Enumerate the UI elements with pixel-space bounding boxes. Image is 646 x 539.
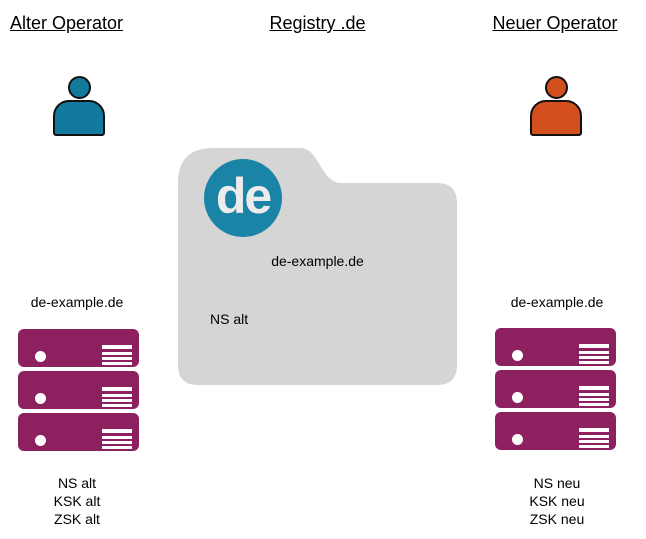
old-operator-records: NS alt KSK alt ZSK alt [10,474,144,528]
person-head [544,76,568,99]
record-line: ZSK alt [54,511,100,527]
registry-ns-record: NS alt [210,311,249,327]
old-operator-server-stack [18,329,139,451]
server-vents-icon [102,429,132,449]
old-operator-heading: Alter Operator [10,13,124,33]
server-led-dot [512,350,523,361]
server-icon [18,329,139,367]
new-operator-heading: Neuer Operator [492,13,618,33]
record-line: NS alt [57,475,97,491]
server-vents-icon [579,428,609,448]
server-icon [18,371,139,409]
person-head [67,76,91,99]
new-operator-server-stack [495,328,616,450]
server-vents-icon [102,345,132,365]
old-operator-domain-label: de-example.de [30,294,124,310]
server-led-dot [35,351,46,362]
record-line: NS neu [533,475,581,491]
registry-domain-label: de-example.de [271,253,364,269]
server-icon [495,370,616,408]
server-led-dot [512,392,523,403]
denic-de-logo: de [204,159,282,237]
server-led-dot [512,434,523,445]
new-operator-person-icon [529,76,583,138]
server-icon [495,328,616,366]
record-line: KSK neu [529,493,585,509]
denic-de-logo-text: de [215,168,272,224]
new-operator-records: NS neu KSK neu ZSK neu [490,474,624,528]
server-icon [18,413,139,451]
server-led-dot [35,393,46,404]
new-operator-domain-label: de-example.de [510,294,604,310]
record-line: KSK alt [53,493,101,509]
old-operator-person-icon [52,76,106,138]
registry-heading: Registry .de [269,13,366,33]
server-led-dot [35,435,46,446]
person-body [53,100,105,136]
server-vents-icon [579,386,609,406]
server-vents-icon [102,387,132,407]
record-line: ZSK neu [529,511,585,527]
server-vents-icon [579,344,609,364]
person-body [530,100,582,136]
server-icon [495,412,616,450]
